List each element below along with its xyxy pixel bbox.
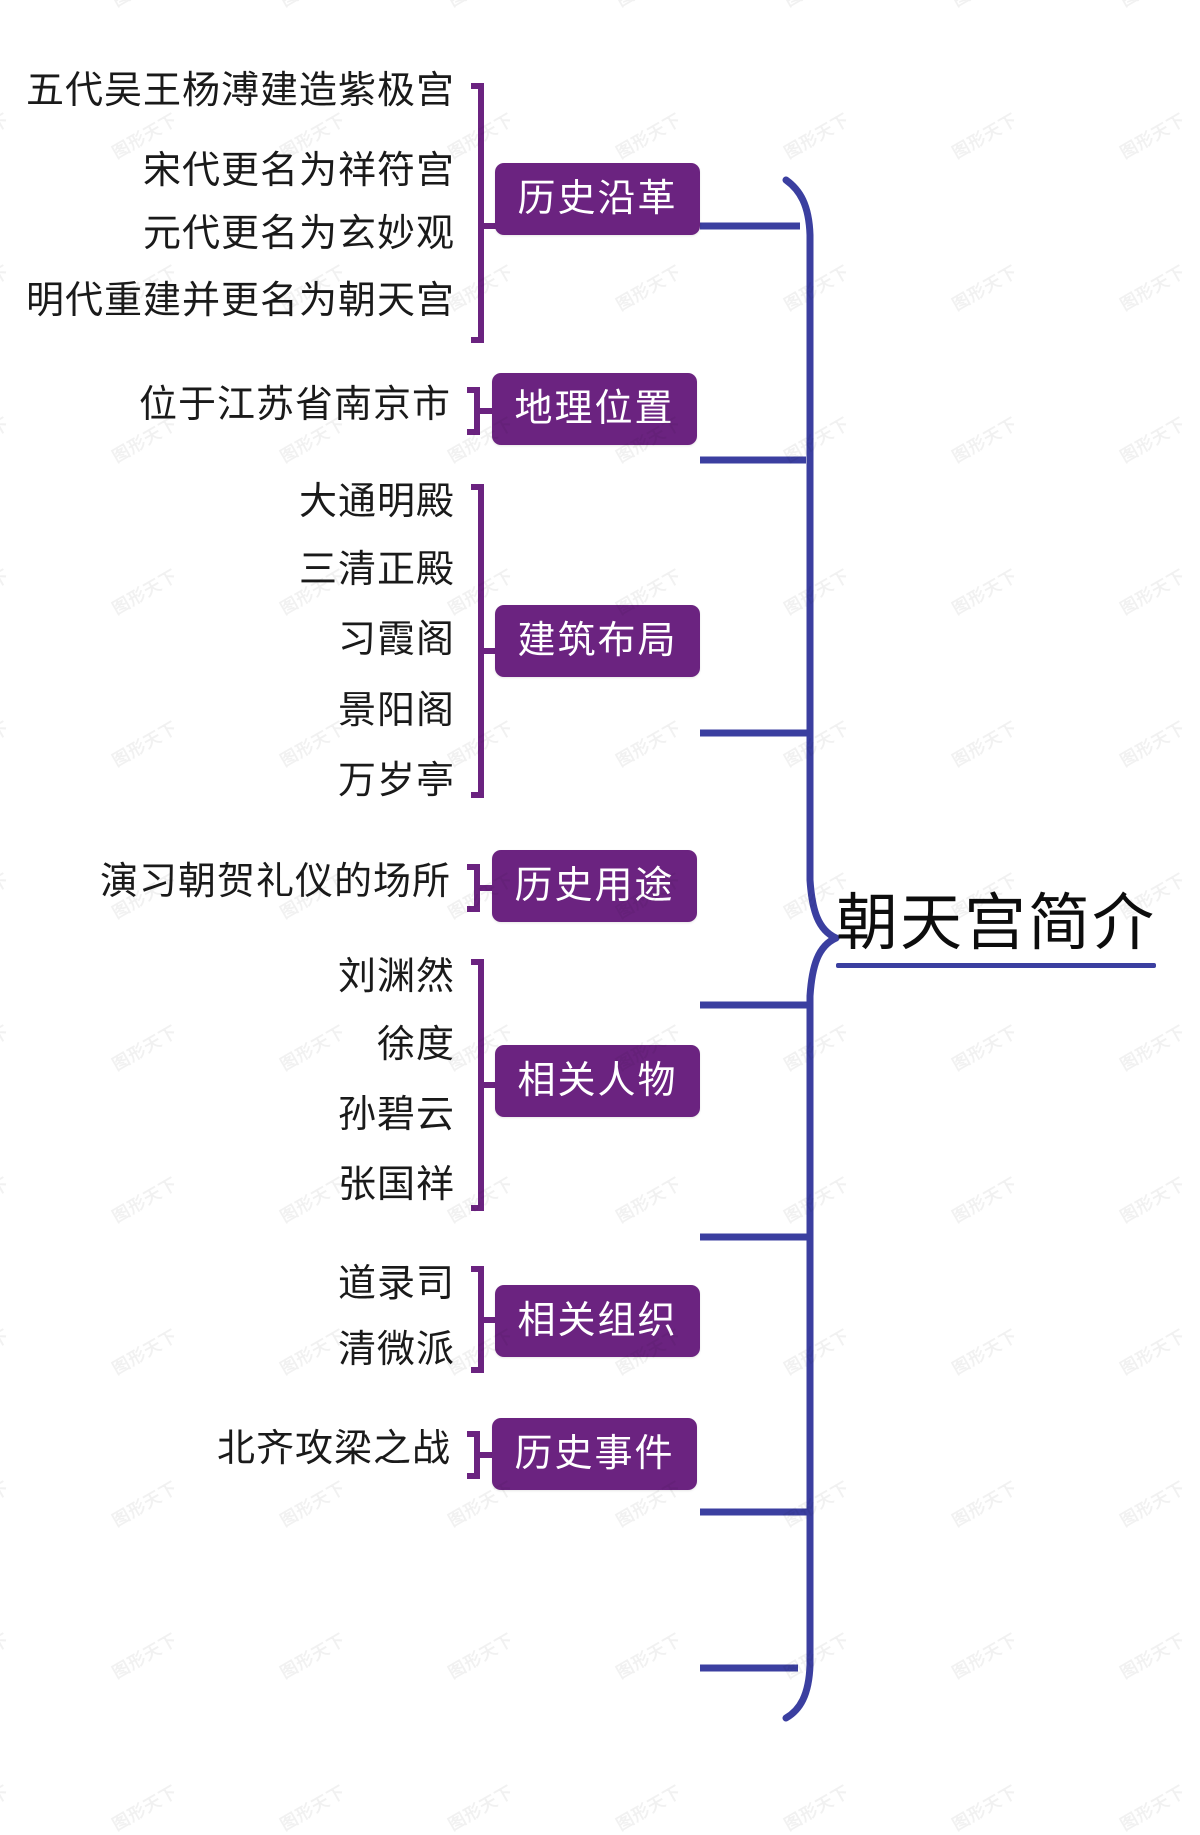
leaf-node[interactable]: 宋代更名为祥符宫	[142, 150, 455, 192]
leaf-node[interactable]: 位于江苏省南京市	[138, 384, 451, 426]
leaf-node[interactable]: 刘渊然	[337, 956, 455, 998]
branch-node-location[interactable]: 地理位置	[492, 373, 697, 445]
leaf-node[interactable]: 大通明殿	[298, 481, 455, 523]
leaf-node[interactable]: 五代吴王杨溥建造紫极宫	[25, 70, 455, 112]
bracket-branch-1	[471, 83, 484, 343]
leaf-node[interactable]: 演习朝贺礼仪的场所	[99, 861, 451, 903]
leaf-node[interactable]: 习霞阁	[337, 619, 455, 661]
leaf-node[interactable]: 道录司	[337, 1263, 455, 1305]
leaf-node[interactable]: 北齐攻梁之战	[216, 1428, 451, 1470]
branch-node-historical-events[interactable]: 历史事件	[492, 1418, 697, 1490]
branch-node-historical-use[interactable]: 历史用途	[492, 850, 697, 922]
branch-node-related-orgs[interactable]: 相关组织	[495, 1285, 700, 1357]
leaf-node[interactable]: 孙碧云	[337, 1094, 455, 1136]
bracket-branch-3	[471, 484, 484, 798]
branch-node-architecture[interactable]: 建筑布局	[495, 605, 700, 677]
root-title: 朝天宫简介	[836, 889, 1157, 958]
leaf-node[interactable]: 明代重建并更名为朝天宫	[25, 280, 455, 322]
branch-node-related-people[interactable]: 相关人物	[495, 1045, 700, 1117]
leaf-node[interactable]: 张国祥	[337, 1164, 455, 1206]
mindmap-canvas: 五代吴王杨溥建造紫极宫 宋代更名为祥符宫 元代更名为玄妙观 明代重建并更名为朝天…	[25, 70, 1157, 1490]
leaf-node[interactable]: 清微派	[337, 1329, 455, 1371]
root-spine-top	[782, 176, 840, 942]
leaf-node[interactable]: 景阳阁	[337, 690, 455, 732]
leaf-node[interactable]: 万岁亭	[337, 760, 455, 802]
leaf-node[interactable]: 元代更名为玄妙观	[142, 213, 455, 255]
root-underline	[836, 963, 1157, 968]
root-node[interactable]: 朝天宫简介	[836, 889, 1157, 968]
branch-node-history-evolution[interactable]: 历史沿革	[495, 163, 700, 235]
leaf-node[interactable]: 三清正殿	[298, 549, 455, 591]
root-spine-bottom	[782, 934, 840, 1722]
leaf-node[interactable]: 徐度	[376, 1024, 455, 1066]
